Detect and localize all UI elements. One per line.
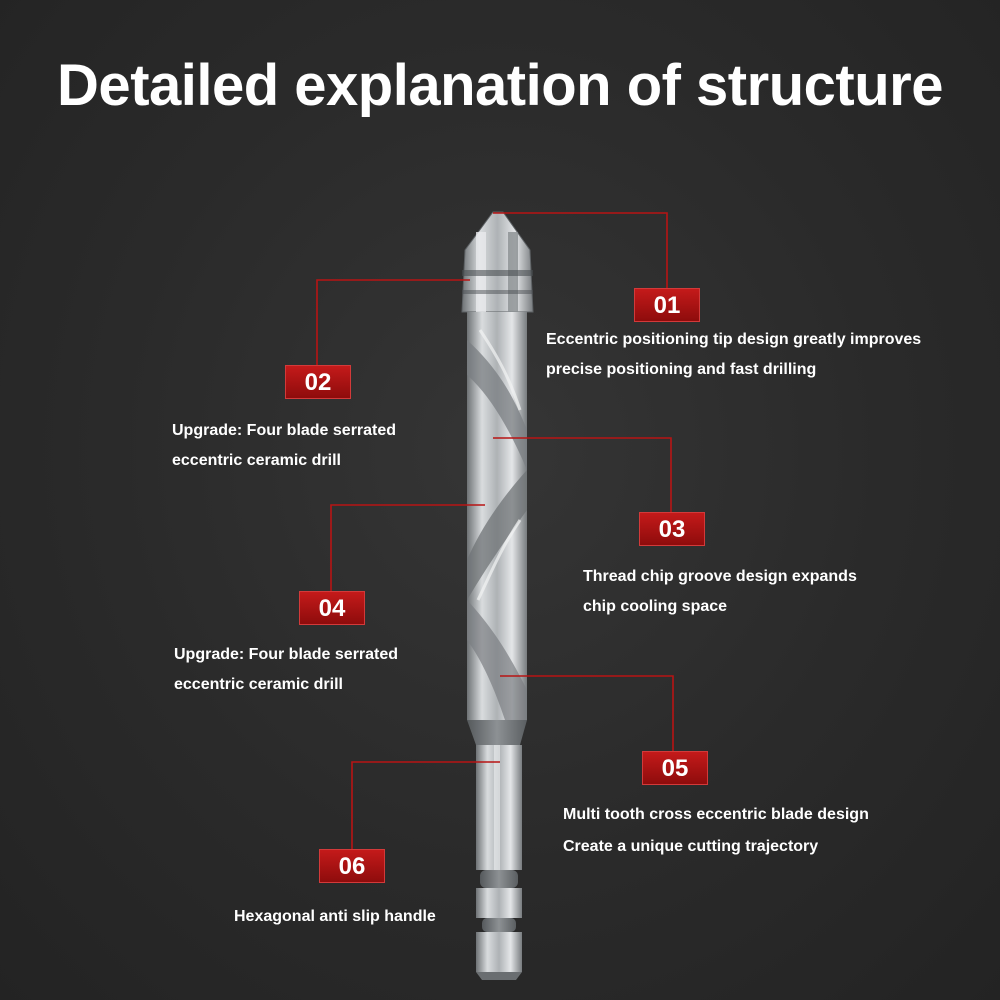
callout-05-description: Multi tooth cross eccentric blade design… [563, 800, 869, 862]
callout-03-description: Thread chip groove design expands chip c… [583, 562, 857, 622]
callout-05-badge: 05 [642, 751, 708, 785]
callout-02-badge: 02 [285, 365, 351, 399]
callout-02-line-2: eccentric ceramic drill [172, 452, 341, 469]
callout-01-line-2: precise positioning and fast drilling [546, 361, 817, 378]
leader-line-01 [493, 212, 668, 290]
callout-01-line-1: Eccentric positioning tip design greatly… [546, 331, 922, 348]
leader-line-05 [500, 675, 674, 752]
fluted-body [467, 312, 527, 720]
callout-03-line-2: chip cooling space [583, 598, 728, 615]
callout-05-line-1: Multi tooth cross eccentric blade design [563, 806, 869, 823]
callout-05-line-2: Create a unique cutting trajectory [563, 838, 819, 855]
callout-06-description: Hexagonal anti slip handle [234, 902, 436, 932]
callout-02-description: Upgrade: Four blade serrated eccentric c… [172, 416, 396, 476]
body-neck [467, 720, 527, 745]
callout-01-badge: 01 [634, 288, 700, 322]
callout-01-description: Eccentric positioning tip design greatly… [546, 325, 921, 385]
leader-line-06 [351, 761, 500, 850]
callout-04-line-2: eccentric ceramic drill [174, 676, 343, 693]
leader-line-04 [330, 504, 485, 592]
page-title: Detailed explanation of structure [57, 53, 943, 118]
callout-03-badge: 03 [639, 512, 705, 546]
leader-line-03 [493, 437, 672, 514]
callout-04-line-1: Upgrade: Four blade serrated [174, 646, 399, 663]
callout-06-badge: 06 [319, 849, 385, 883]
leader-lines [316, 212, 674, 850]
leader-line-02 [316, 279, 470, 366]
callout-06-line-1: Hexagonal anti slip handle [234, 908, 436, 925]
callout-02-line-1: Upgrade: Four blade serrated [172, 422, 397, 439]
carbide-tip [461, 211, 534, 313]
callout-04-description: Upgrade: Four blade serrated eccentric c… [174, 640, 398, 700]
callout-04-badge: 04 [299, 591, 365, 625]
hex-shank [476, 745, 522, 980]
callout-03-line-1: Thread chip groove design expands [583, 568, 857, 585]
